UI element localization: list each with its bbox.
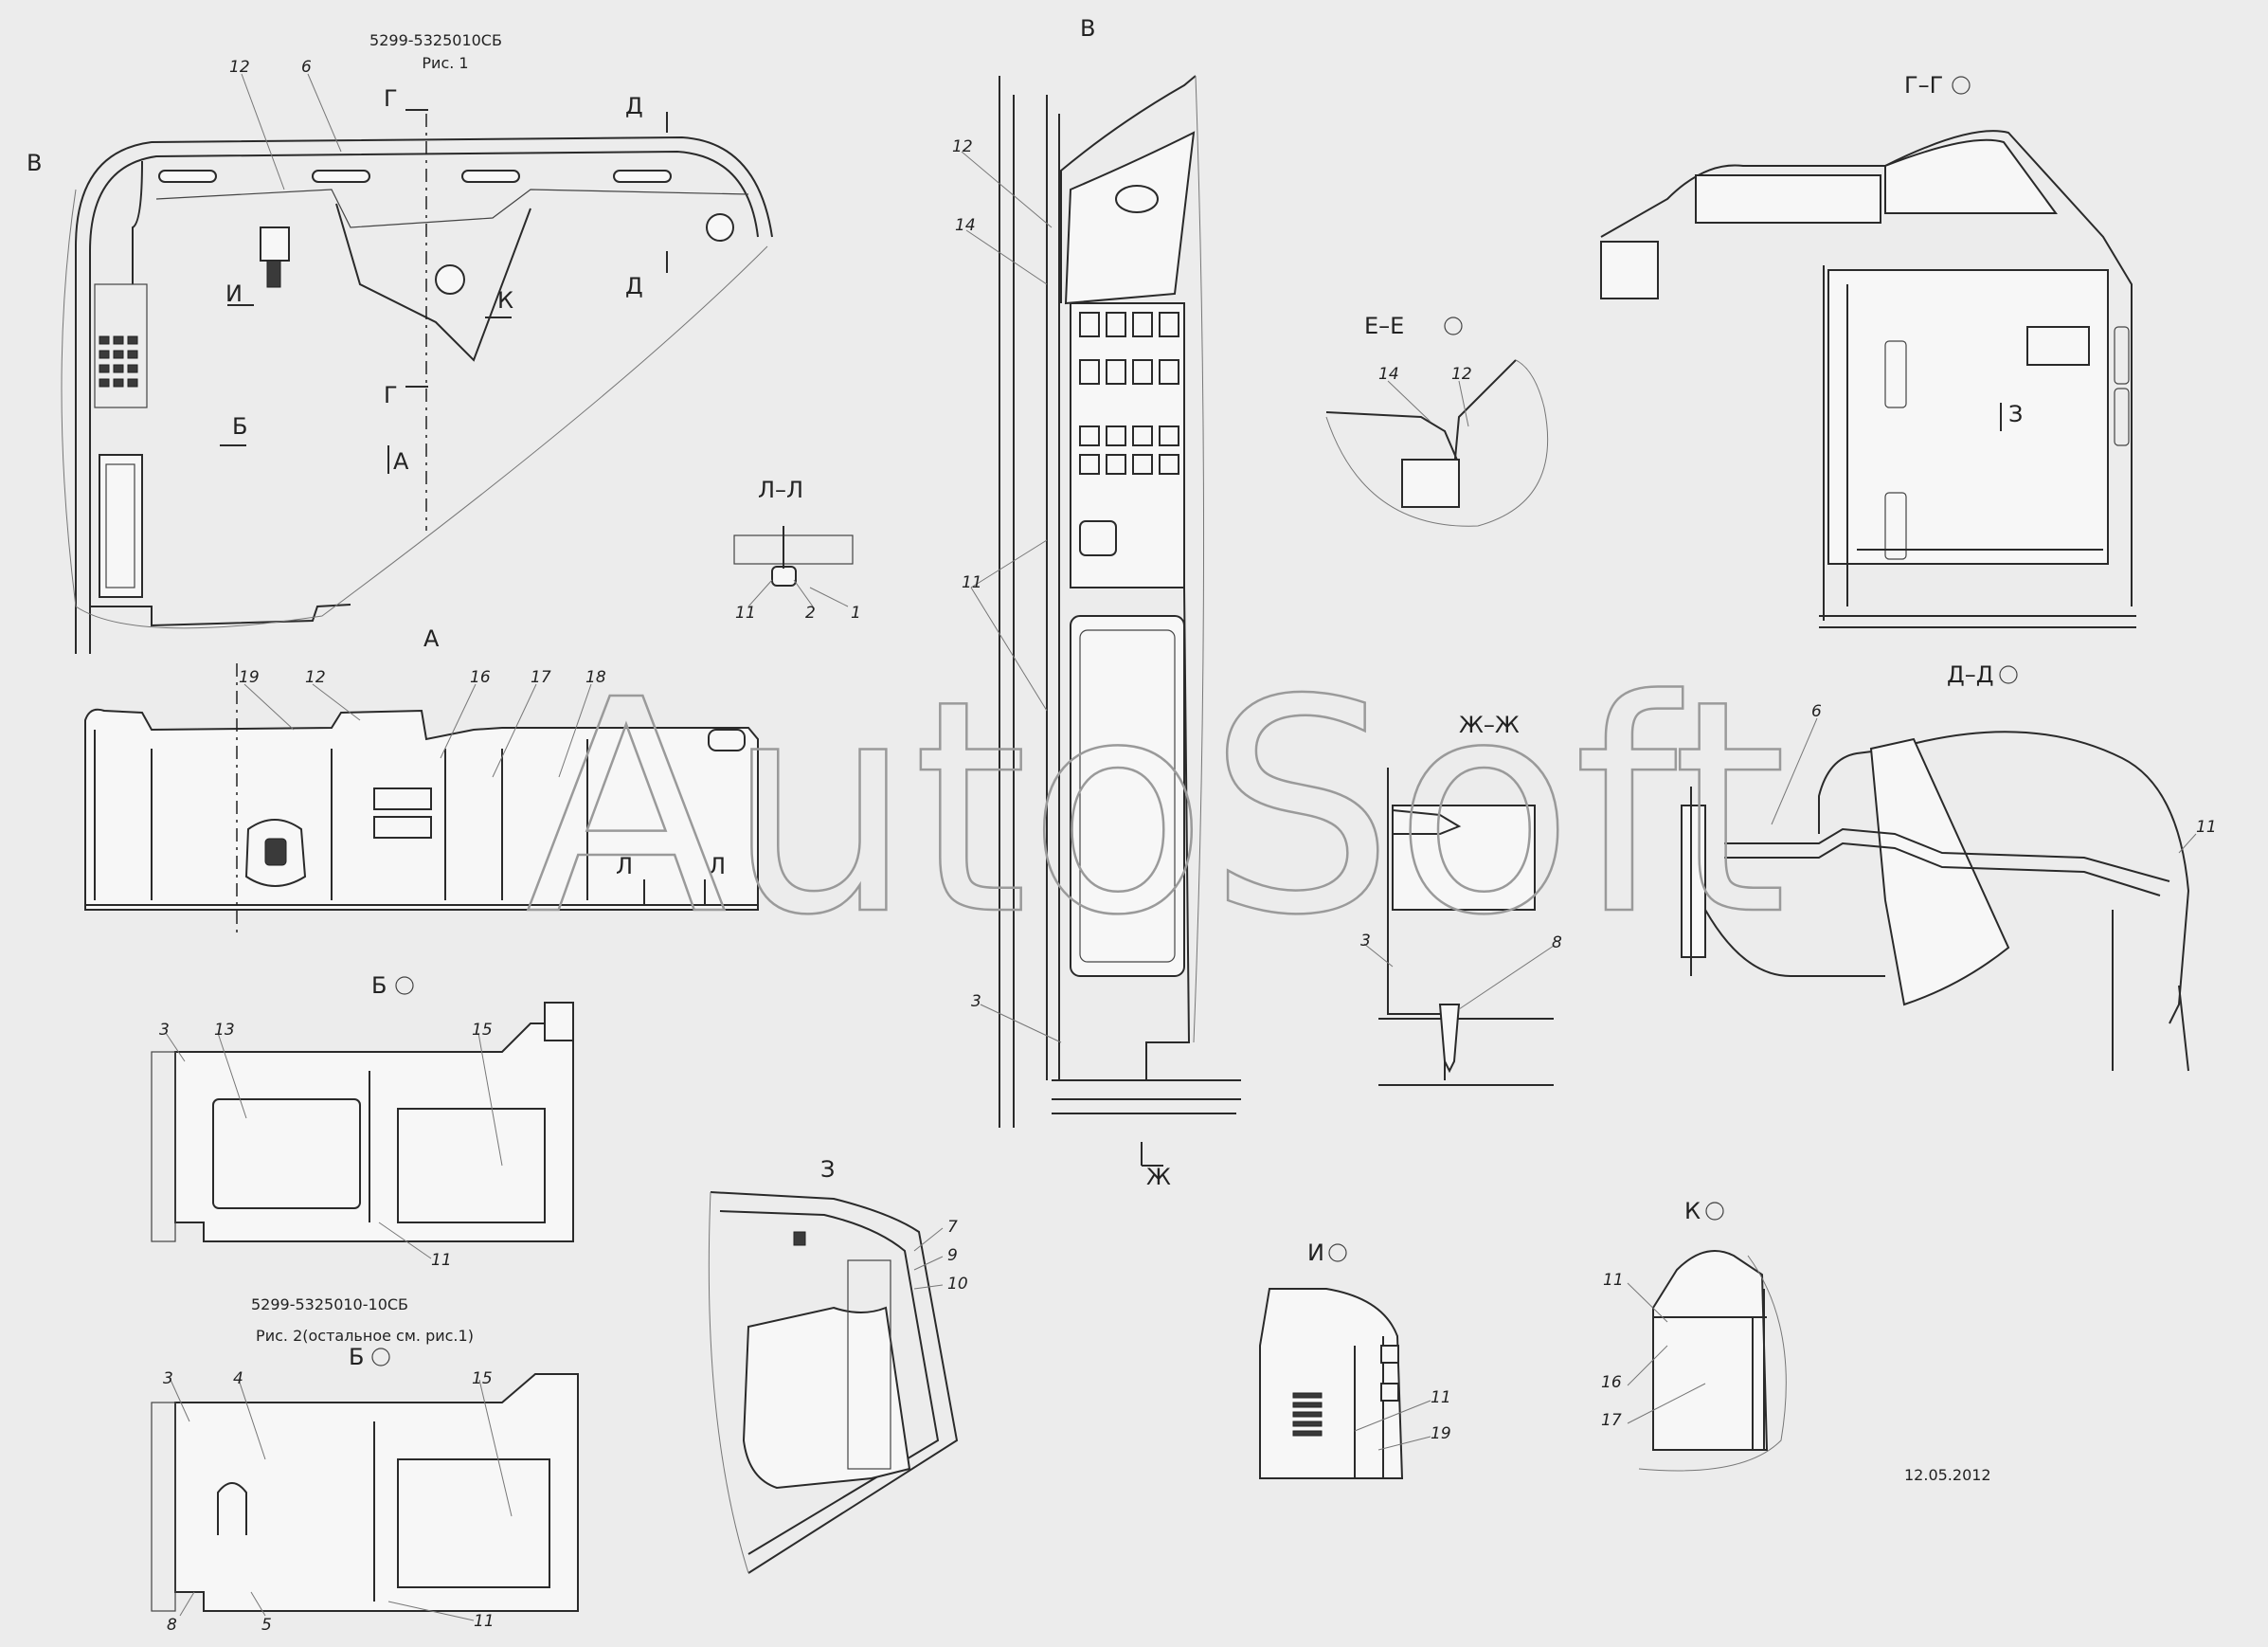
- view-k: К 11 16 17: [1601, 1198, 1787, 1472]
- mark-b: Б: [232, 413, 247, 440]
- watermark: AutoSoft: [526, 638, 1787, 980]
- label-14-ee: 14: [1378, 365, 1399, 384]
- label-3-v: 3: [971, 992, 981, 1011]
- fig2-caption: Рис. 2(остальное см. рис.1): [256, 1327, 474, 1345]
- mark-a: А: [393, 448, 409, 475]
- label-6-top: 6: [301, 58, 312, 77]
- view-label-g-g: Г–Г: [1904, 72, 1943, 99]
- label-10-z: 10: [947, 1275, 968, 1294]
- fig2-code: 5299-5325010-10СБ: [251, 1295, 408, 1313]
- label-8-zh: 8: [1552, 933, 1562, 952]
- label-14-v: 14: [955, 216, 976, 235]
- label-3-zh: 3: [1360, 932, 1371, 950]
- label-11-i: 11: [1431, 1388, 1451, 1407]
- fig1-caption: Рис. 1: [422, 54, 468, 72]
- view-label-b-2: Б: [349, 1344, 364, 1370]
- label-15-b2: 15: [472, 1369, 493, 1388]
- label-1-ll: 1: [851, 604, 861, 623]
- label-3-b2: 3: [163, 1369, 173, 1388]
- label-11-k: 11: [1603, 1271, 1624, 1290]
- section-l-l: Л–Л 11 2 1: [733, 477, 861, 623]
- label-12-a: 12: [305, 668, 326, 687]
- label-15-b1: 15: [472, 1021, 493, 1040]
- section-g-g: Г–Г З: [1600, 72, 2136, 628]
- label-11-ll: 11: [735, 604, 756, 623]
- label-11-b1: 11: [431, 1251, 452, 1270]
- drawing-date: 12.05.2012: [1904, 1466, 1991, 1484]
- view-b-fig2: Б 3 4 15 8 5 11: [151, 1344, 579, 1635]
- view-label-v2: В: [1080, 15, 1095, 42]
- label-19-a: 19: [239, 668, 260, 687]
- label-4-b2: 4: [233, 1369, 243, 1388]
- label-16-k: 16: [1601, 1373, 1622, 1392]
- view-i: И 11 19: [1259, 1240, 1451, 1479]
- label-9-z: 9: [947, 1246, 958, 1265]
- view-label-k: К: [1684, 1198, 1701, 1224]
- view-label-i: И: [1307, 1240, 1324, 1266]
- mark-d-bottom: Д: [625, 273, 643, 299]
- view-label-a: А: [423, 625, 440, 652]
- view-label-e-e: Е–Е: [1364, 313, 1404, 339]
- label-12-ee: 12: [1451, 365, 1472, 384]
- label-13-b1: 13: [214, 1021, 235, 1040]
- label-12-top: 12: [229, 58, 250, 77]
- label-5-b2: 5: [261, 1616, 272, 1635]
- label-18-a: 18: [585, 668, 606, 687]
- label-19-i: 19: [1431, 1424, 1451, 1443]
- top-view: В Г Г Д Д И К: [27, 58, 773, 654]
- label-11-v: 11: [962, 573, 982, 592]
- mark-l-2: Л: [709, 853, 726, 879]
- label-6-dd: 6: [1811, 702, 1822, 721]
- label-8-b2: 8: [167, 1616, 177, 1635]
- label-7-z: 7: [947, 1218, 958, 1237]
- view-label-v: В: [27, 150, 42, 176]
- mark-k: К: [497, 287, 513, 314]
- view-label-l-l: Л–Л: [758, 477, 803, 503]
- mark-z: З: [2008, 401, 2023, 427]
- mark-l-1: Л: [616, 853, 633, 879]
- section-zh-zh: Ж–Ж 3 8: [1360, 712, 1562, 1086]
- mark-g-top: Г: [384, 85, 398, 112]
- label-3-b1: 3: [159, 1021, 170, 1040]
- mark-i: И: [225, 281, 243, 307]
- section-e-e: Е–Е 14 12: [1325, 313, 1549, 527]
- view-label-zh-zh: Ж–Ж: [1459, 712, 1520, 738]
- view-b-fig1: Б 3 13 15 11: [151, 972, 574, 1270]
- view-label-z: З: [820, 1156, 835, 1183]
- label-12-v: 12: [952, 137, 973, 156]
- section-d-d: Д–Д 6 11: [1681, 661, 2217, 1072]
- view-label-b-1: Б: [371, 972, 387, 999]
- label-17-k: 17: [1601, 1411, 1622, 1430]
- label-2-ll: 2: [805, 604, 816, 623]
- label-16-a: 16: [470, 668, 491, 687]
- view-label-d-d: Д–Д: [1947, 661, 1994, 688]
- mark-g-bottom: Г: [384, 382, 398, 408]
- view-z: З 7 9 10: [708, 1156, 968, 1574]
- mark-d-top: Д: [625, 93, 643, 119]
- view-a: А Л Л 19 12 16 17 18: [84, 625, 759, 938]
- label-17-a: 17: [531, 668, 551, 687]
- mark-zh: Ж: [1146, 1164, 1171, 1190]
- label-11-b2: 11: [474, 1612, 495, 1631]
- label-11-dd: 11: [2196, 818, 2217, 837]
- fig1-code: 5299-5325010СБ: [369, 31, 502, 49]
- view-v: В Ж 12 14 11 3: [952, 15, 1241, 1190]
